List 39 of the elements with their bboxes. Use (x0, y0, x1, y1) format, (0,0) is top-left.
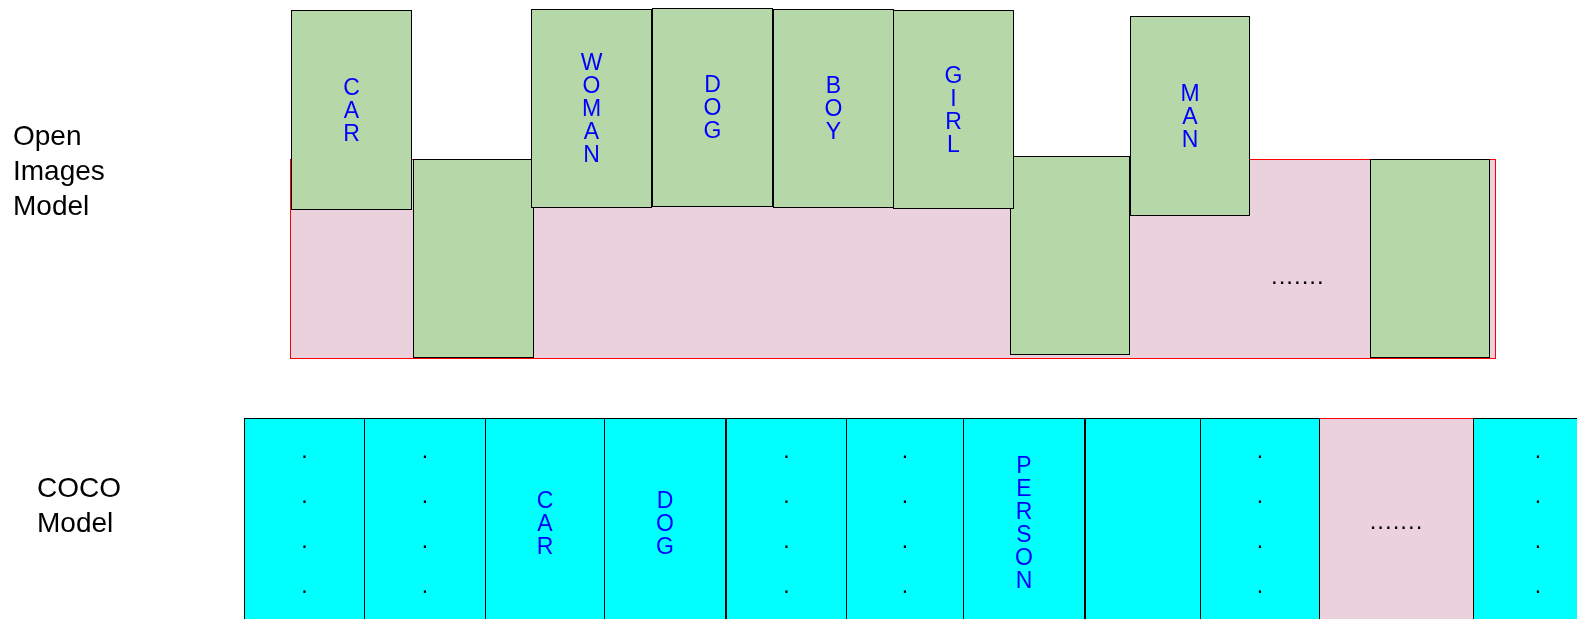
class-name: BOY (823, 74, 844, 143)
class-cell (1200, 418, 1320, 619)
class-name: CAR (342, 75, 361, 145)
class-cell (604, 418, 726, 619)
class-name: PERSON (1014, 454, 1034, 592)
vertical-dots: .... (900, 436, 910, 600)
class-cell (244, 418, 365, 619)
class-box (893, 10, 1014, 209)
vertical-dots: .... (1533, 436, 1543, 600)
class-cell (726, 418, 847, 619)
vertical-dots: .... (782, 436, 791, 600)
model-label: Open Images Model (13, 119, 106, 223)
class-cell (485, 418, 605, 619)
class-cell (1473, 418, 1577, 619)
class-cell (963, 418, 1085, 619)
class-cell (364, 418, 486, 619)
class-box (291, 10, 412, 210)
class-name: WOMAN (580, 51, 603, 166)
ellipsis: ....... (1271, 262, 1325, 290)
class-box (1130, 16, 1250, 216)
class-name: GIRL (943, 63, 964, 156)
class-box (412, 158, 534, 358)
class-box (1009, 155, 1130, 355)
ellipsis: ....... (1369, 507, 1424, 535)
class-cell (846, 418, 964, 619)
class-box (1369, 158, 1490, 358)
class-name: DOG (702, 73, 723, 142)
vertical-dots: .... (300, 436, 309, 600)
vertical-dots: .... (1255, 436, 1265, 600)
class-name: DOG (655, 488, 675, 558)
class-box (531, 9, 652, 208)
vertical-dots: .... (420, 436, 430, 600)
class-name: CAR (535, 488, 555, 558)
class-box (773, 9, 894, 208)
class-box (652, 8, 773, 207)
class-name: MAN (1179, 81, 1201, 151)
model-label: COCO Model (37, 471, 122, 540)
class-cell (1320, 418, 1473, 619)
class-box (1085, 418, 1201, 619)
